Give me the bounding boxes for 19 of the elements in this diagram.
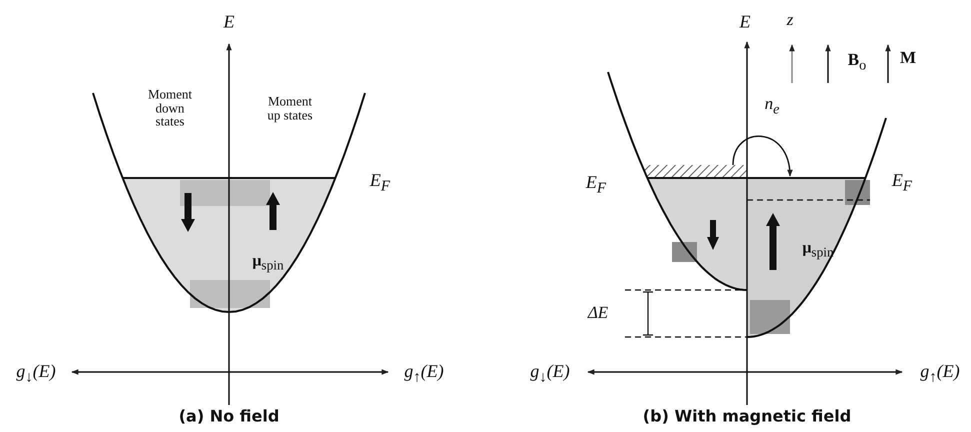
spin-moment-label: μ$_{spin}$ [252, 253, 284, 273]
field-label: M [900, 49, 916, 67]
electron-transfer-label: n$_{e}$ [764, 94, 780, 118]
axis-label: g$_{↓}$(E) [16, 362, 56, 386]
axis-label: g$_{↓}$(E) [530, 362, 570, 386]
panel-caption: (b) With magnetic field [642, 408, 852, 426]
axis-label: g$_{↑}$(E) [404, 362, 444, 386]
field-label: B$_{o}$ [848, 50, 866, 74]
fermi-level-label: E$_{F}$ [892, 170, 912, 196]
energy-gap-label: ΔE [588, 304, 608, 322]
fermi-level-label: E$_{F}$ [370, 170, 390, 196]
axis-label: E [740, 12, 750, 32]
panel-caption: (a) No field [178, 408, 280, 426]
region-label: Moment up states [266, 94, 314, 122]
axis-label: E [224, 12, 234, 32]
region-label: Moment down states [146, 88, 194, 128]
axis-label: z [786, 11, 794, 29]
fermi-level-label: E$_{F}$ [586, 172, 606, 198]
axis-label: g$_{↑}$(E) [920, 362, 960, 386]
